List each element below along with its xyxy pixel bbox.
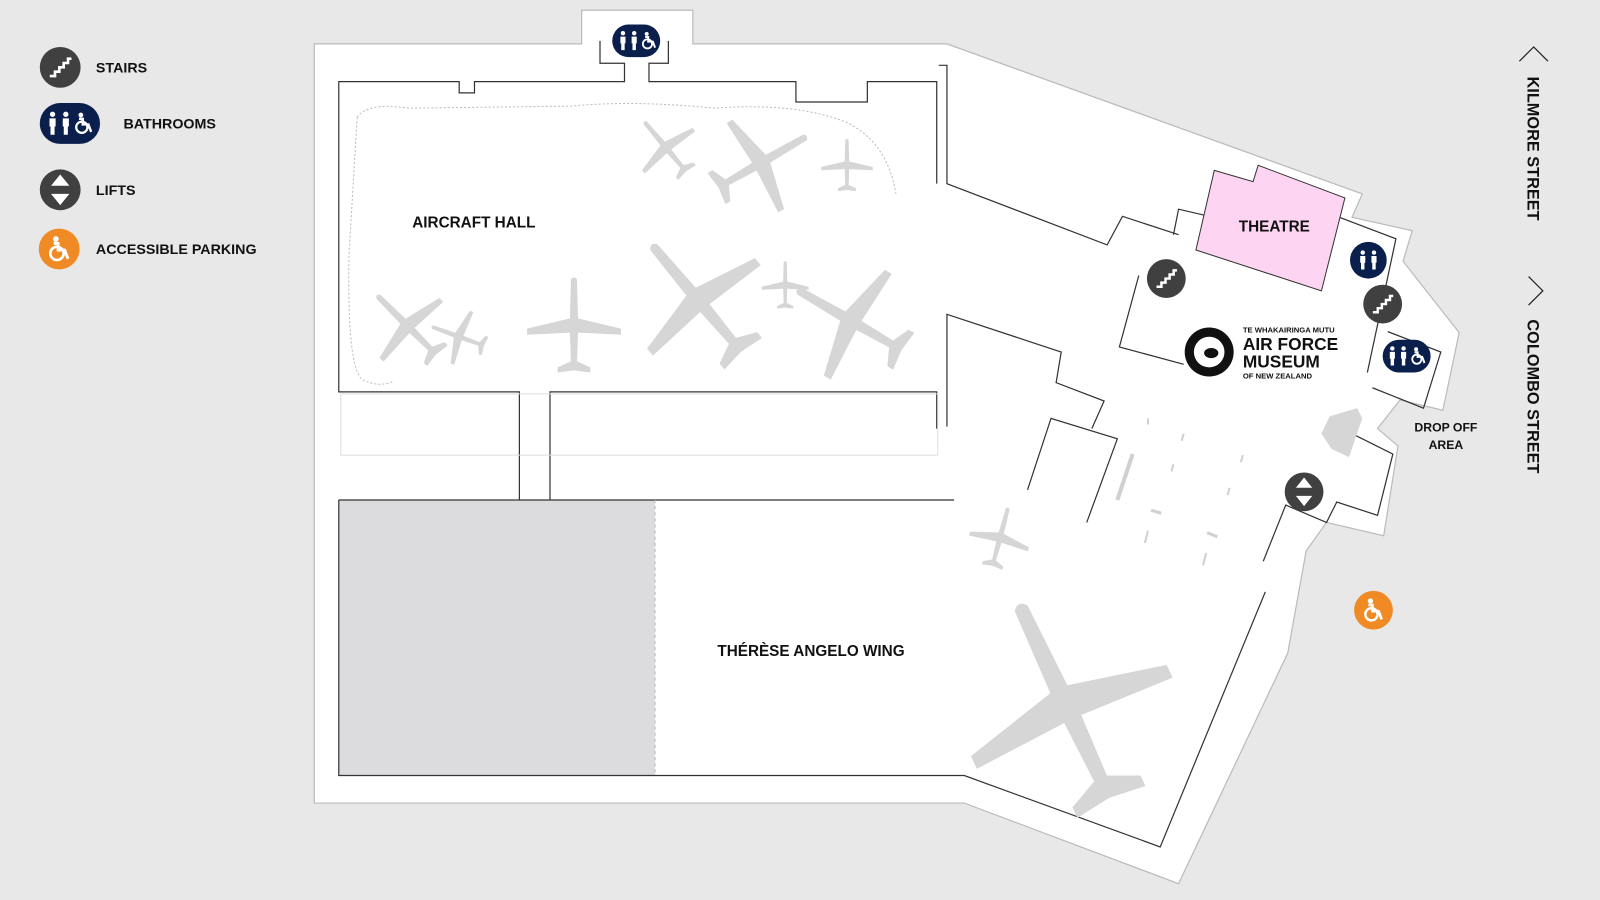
kiwi-icon [1204, 347, 1219, 359]
logo-text: MUSEUM [1243, 351, 1320, 371]
legend: STAIRS BATHROOMS LIFTS ACCESSIBLE PARKIN… [38, 46, 257, 270]
logo-text: AIR FORCE [1243, 334, 1338, 354]
legend-label: LIFTS [96, 183, 136, 199]
kilmore-street-label: KILMORE STREET [1524, 77, 1542, 221]
legend-label: ACCESSIBLE PARKING [96, 242, 257, 258]
legend-accessible-parking: ACCESSIBLE PARKING [38, 228, 257, 270]
therese-angelo-wing-label: THÉRÈSE ANGELO WING [717, 643, 904, 660]
aircraft-hall-label: AIRCRAFT HALL [412, 215, 535, 232]
legend-label: STAIRS [96, 60, 147, 76]
air-force-museum-logo: TE WHAKAIRINGA MUTU AIR FORCE MUSEUM OF … [1184, 326, 1338, 381]
logo-text: TE WHAKAIRINGA MUTU [1243, 326, 1335, 335]
colombo-street-label: COLOMBO STREET [1524, 319, 1542, 473]
theatre[interactable]: THEATRE [1195, 164, 1346, 292]
bathroom-icon [39, 103, 100, 144]
drop-off-label: AREA [1429, 438, 1464, 452]
legend-bathrooms: BATHROOMS [39, 103, 216, 144]
accessible-parking-icon[interactable] [1354, 590, 1393, 630]
bathroom-icon[interactable] [1350, 241, 1387, 279]
bathroom-icon[interactable] [612, 24, 661, 58]
chevron-up-icon [1518, 46, 1549, 62]
legend-stairs: STAIRS [39, 46, 147, 88]
drop-off-label: DROP OFF [1414, 421, 1478, 435]
legend-label: BATHROOMS [123, 117, 215, 133]
stairs-icon[interactable] [1363, 284, 1403, 324]
aircraft-hall: AIRCRAFT HALL [338, 40, 1179, 500]
therese-angelo-wing: THÉRÈSE ANGELO WING [338, 417, 1266, 848]
lift-icon[interactable] [1284, 472, 1324, 512]
stairs-icon[interactable] [1146, 259, 1186, 298]
chevron-right-icon [1528, 276, 1544, 306]
lift-icon [39, 169, 81, 211]
logo-text: OF NEW ZEALAND [1243, 372, 1313, 381]
colombo-street: COLOMBO STREET [1524, 276, 1544, 473]
legend-lifts: LIFTS [39, 169, 136, 211]
theatre-label: THEATRE [1239, 219, 1310, 236]
kilmore-street: KILMORE STREET [1518, 46, 1549, 221]
bathroom-icon[interactable] [1382, 339, 1431, 373]
